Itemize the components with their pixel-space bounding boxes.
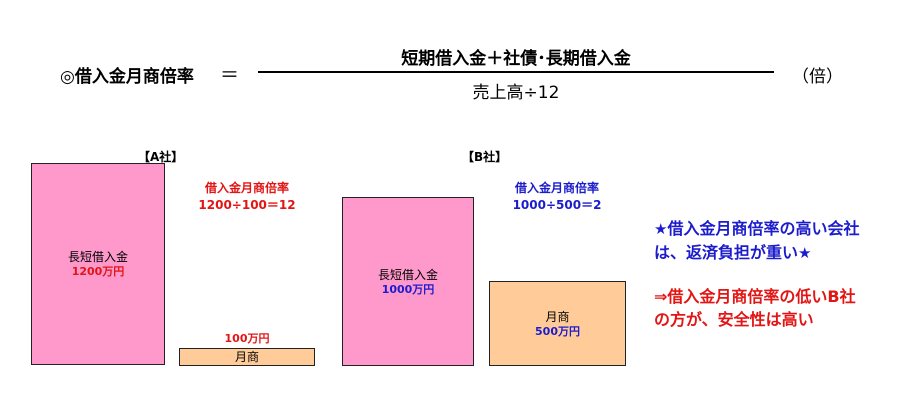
company-b-sales-value: 500万円 — [535, 324, 580, 338]
note-blue: ★借入金月商倍率の高い会社 は、返済負担が重い★ — [654, 217, 859, 265]
formula-label: ◎借入金月商倍率 — [60, 67, 194, 87]
company-a-loan-value: 1200万円 — [71, 265, 125, 278]
company-b-ratio: 借入金月商倍率 1000÷500＝2 — [490, 180, 624, 214]
formula-denominator: 売上高÷12 — [472, 83, 560, 103]
company-a-ratio-title: 借入金月商倍率 — [204, 181, 289, 195]
star-icon: ★ — [654, 220, 668, 238]
company-a-sales-value: 100万円 — [224, 332, 270, 345]
company-a-title: 【A社】 — [138, 150, 184, 164]
note-red-line2: の方が、安全性は高い — [654, 310, 814, 329]
company-a-ratio-formula: 1200÷100＝12 — [198, 198, 296, 212]
star-icon: ★ — [798, 244, 812, 262]
company-b-loan-value: 1000万円 — [381, 282, 435, 296]
formula-numerator: 短期借入金＋社債･長期借入金 — [401, 49, 631, 69]
note-blue-line2: は、返済負担が重い — [654, 243, 799, 262]
formula-unit: （倍） — [792, 67, 843, 87]
company-b-sales-label: 月商 — [545, 309, 570, 324]
company-a-sales-box: 月商 — [179, 348, 315, 366]
company-b-title: 【B社】 — [462, 150, 508, 164]
note-blue-line1: 借入金月商倍率の高い会社 — [667, 219, 860, 238]
company-b-ratio-formula: 1000÷500＝2 — [512, 198, 602, 212]
company-b-loan-label: 長短借入金 — [377, 267, 438, 282]
company-a-loan-box: 長短借入金 1200万円 — [31, 163, 165, 365]
fraction-line — [258, 71, 774, 73]
note-blue-line2-row: は、返済負担が重い★ — [654, 241, 859, 265]
company-a-sales-label: 月商 — [234, 350, 259, 364]
note-red: ⇒借入金月商倍率の低いB社 の方が、安全性は高い — [654, 285, 856, 331]
company-b-sales-box: 月商 500万円 — [489, 281, 626, 366]
company-a-loan-label: 長短借入金 — [67, 250, 128, 264]
formula-equals: ＝ — [220, 64, 240, 86]
note-blue-line1-row: ★借入金月商倍率の高い会社 — [654, 217, 859, 241]
company-b-loan-box: 長短借入金 1000万円 — [342, 197, 474, 366]
company-a-ratio: 借入金月商倍率 1200÷100＝12 — [180, 180, 314, 214]
company-b-ratio-title: 借入金月商倍率 — [514, 181, 599, 195]
note-red-line1: ⇒借入金月商倍率の低いB社 — [654, 287, 856, 306]
